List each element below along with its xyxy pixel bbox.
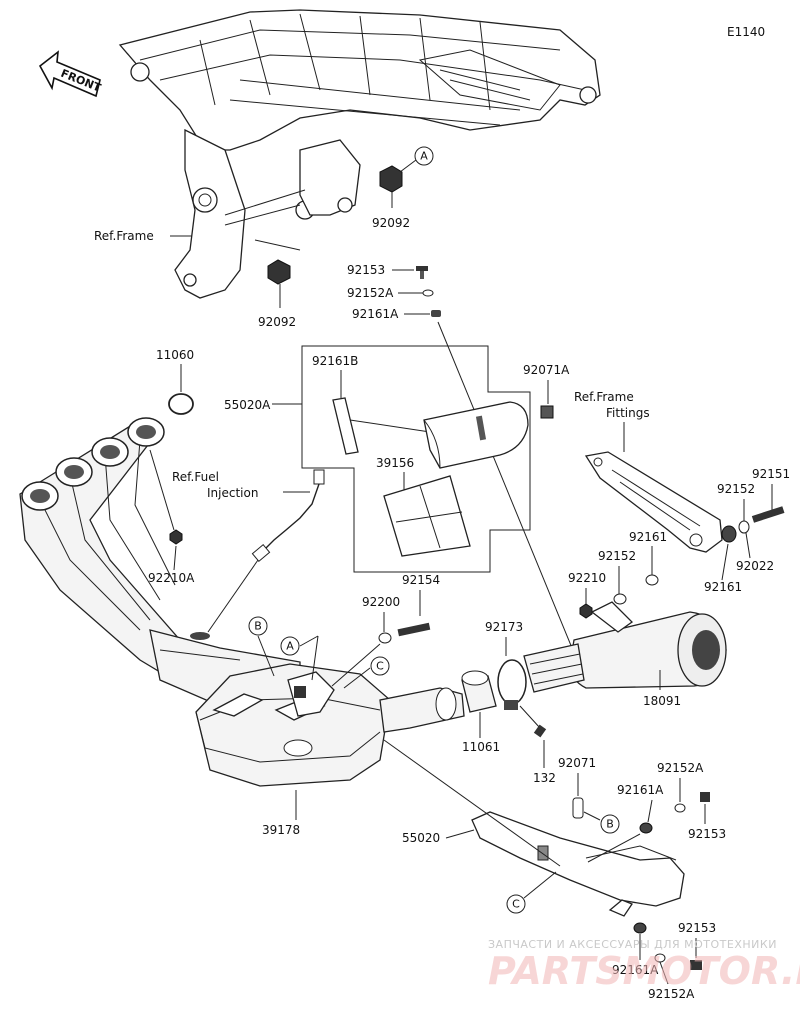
ref-fuel-label-1: Ref.Fuel — [172, 470, 219, 484]
gasket-11060 — [168, 393, 194, 415]
part-label-92173: 92173 — [485, 620, 523, 634]
damper-92161-r1 — [721, 525, 737, 543]
part-label-18091: 18091 — [643, 694, 681, 708]
part-label-92210A: 92210A — [148, 571, 195, 585]
callout-c-mid — [370, 656, 390, 676]
ref-fuel-label-2: Injection — [207, 486, 258, 500]
part-label-132: 132 — [533, 771, 556, 785]
callout-a-mid — [280, 636, 300, 656]
part-label-92161B: 92161B — [312, 354, 358, 368]
ref-frame-fittings-label-2: Fittings — [606, 406, 650, 420]
bolt-132 — [533, 724, 547, 738]
front-arrow-icon: FRONT — [38, 50, 103, 98]
nut-92092-lower — [267, 259, 291, 308]
callout-a-mid-label: A — [286, 640, 294, 653]
bolt-92153-bot — [700, 792, 710, 802]
frame-illustration — [118, 9, 601, 299]
clip-92071A — [540, 405, 554, 419]
heat-shield-55020 — [471, 811, 685, 907]
part-label-92200: 92200 — [362, 595, 400, 609]
washer-92152-r1 — [738, 520, 750, 534]
heat-shield-55020A — [423, 401, 529, 469]
callout-a-top-label: A — [420, 150, 428, 163]
callout-b-mid — [248, 616, 268, 636]
part-label-92153-bot: 92153 — [688, 827, 726, 841]
clamp-92173 — [497, 659, 527, 710]
damper-92161-r2 — [645, 574, 659, 586]
callout-c-mid-label: C — [376, 660, 384, 673]
part-label-39156: 39156 — [376, 456, 414, 470]
part-label-92092-b: 92092 — [258, 315, 296, 329]
callout-c-bot — [506, 894, 526, 914]
group-box-55020A — [301, 345, 531, 573]
part-label-92161A-bot: 92161A — [617, 783, 664, 797]
watermark-line-2: PARTSMOTOR.RU — [488, 949, 800, 993]
diagram-code: E1140 — [727, 25, 765, 39]
part-label-92151: 92151 — [752, 467, 790, 481]
bolt-92153-bot2 — [690, 960, 702, 970]
part-label-11060: 11060 — [156, 348, 194, 362]
part-label-11061: 11061 — [462, 740, 500, 754]
callout-a-top — [414, 146, 434, 166]
damper-92161B — [332, 397, 359, 455]
nut-92210A — [169, 529, 183, 545]
bolt-92154 — [397, 622, 431, 637]
part-label-92210: 92210 — [568, 571, 606, 585]
footrest-bracket — [584, 451, 723, 553]
ref-frame-label: Ref.Frame — [94, 229, 154, 243]
part-label-92153-top: 92153 — [347, 263, 385, 277]
tab-bottom — [608, 899, 633, 917]
part-label-92161A-top: 92161A — [352, 307, 399, 321]
insulator-39156 — [383, 475, 471, 557]
part-label-92161-r1: 92161 — [704, 580, 742, 594]
part-label-55020A: 55020A — [224, 398, 271, 412]
callout-b-bot — [600, 814, 620, 834]
bolt-92151 — [751, 506, 785, 523]
nut-92210 — [579, 603, 593, 619]
part-label-92152A-bot2: 92152A — [648, 987, 695, 1001]
part-label-92071: 92071 — [558, 756, 596, 770]
damper-92161A-bot2 — [633, 922, 647, 934]
bolt-92153-top — [416, 266, 428, 279]
washer-92152A-bot — [674, 803, 686, 813]
part-label-92161A-bot2: 92161A — [612, 963, 659, 977]
part-label-92092-a: 92092 — [372, 216, 410, 230]
clip-92071 — [572, 797, 584, 819]
watermark-line-1: ЗАПЧАСТИ И АКСЕССУАРЫ ДЛЯ МОТОТЕХНИКИ — [488, 938, 777, 951]
ref-frame-fittings-label-1: Ref.Frame — [574, 390, 634, 404]
washer-92152-r2 — [613, 593, 627, 605]
header-flange-1 — [21, 481, 59, 511]
part-label-92152-r2: 92152 — [598, 549, 636, 563]
part-label-92071A: 92071A — [523, 363, 570, 377]
part-label-55020: 55020 — [402, 831, 440, 845]
part-label-39178: 39178 — [262, 823, 300, 837]
part-label-92152A-top: 92152A — [347, 286, 394, 300]
front-label: FRONT — [59, 67, 103, 95]
nut-92092-upper — [379, 165, 403, 208]
part-label-92152-r1: 92152 — [717, 482, 755, 496]
callout-b-bot-label: B — [606, 818, 614, 831]
part-label-92022: 92022 — [736, 559, 774, 573]
callout-b-mid-label: B — [254, 620, 262, 633]
header-flange-4 — [127, 417, 165, 447]
header-flange-2 — [55, 457, 93, 487]
oxygen-sensor — [251, 469, 325, 563]
pre-chamber-39178 — [195, 663, 465, 787]
washer-92152A-top — [422, 289, 434, 297]
part-label-92154: 92154 — [402, 573, 440, 587]
damper-92161A-top — [431, 310, 441, 317]
washer-92200 — [378, 632, 392, 644]
callout-c-bot-label: C — [512, 898, 520, 911]
damper-92161A-bot — [639, 822, 653, 834]
muffler-18091 — [523, 601, 727, 693]
part-label-92153-bot2: 92153 — [678, 921, 716, 935]
part-label-92161-r2: 92161 — [629, 530, 667, 544]
header-flange-3 — [91, 437, 129, 467]
part-label-92152A-bot: 92152A — [657, 761, 704, 775]
gasket-11061 — [461, 670, 497, 713]
